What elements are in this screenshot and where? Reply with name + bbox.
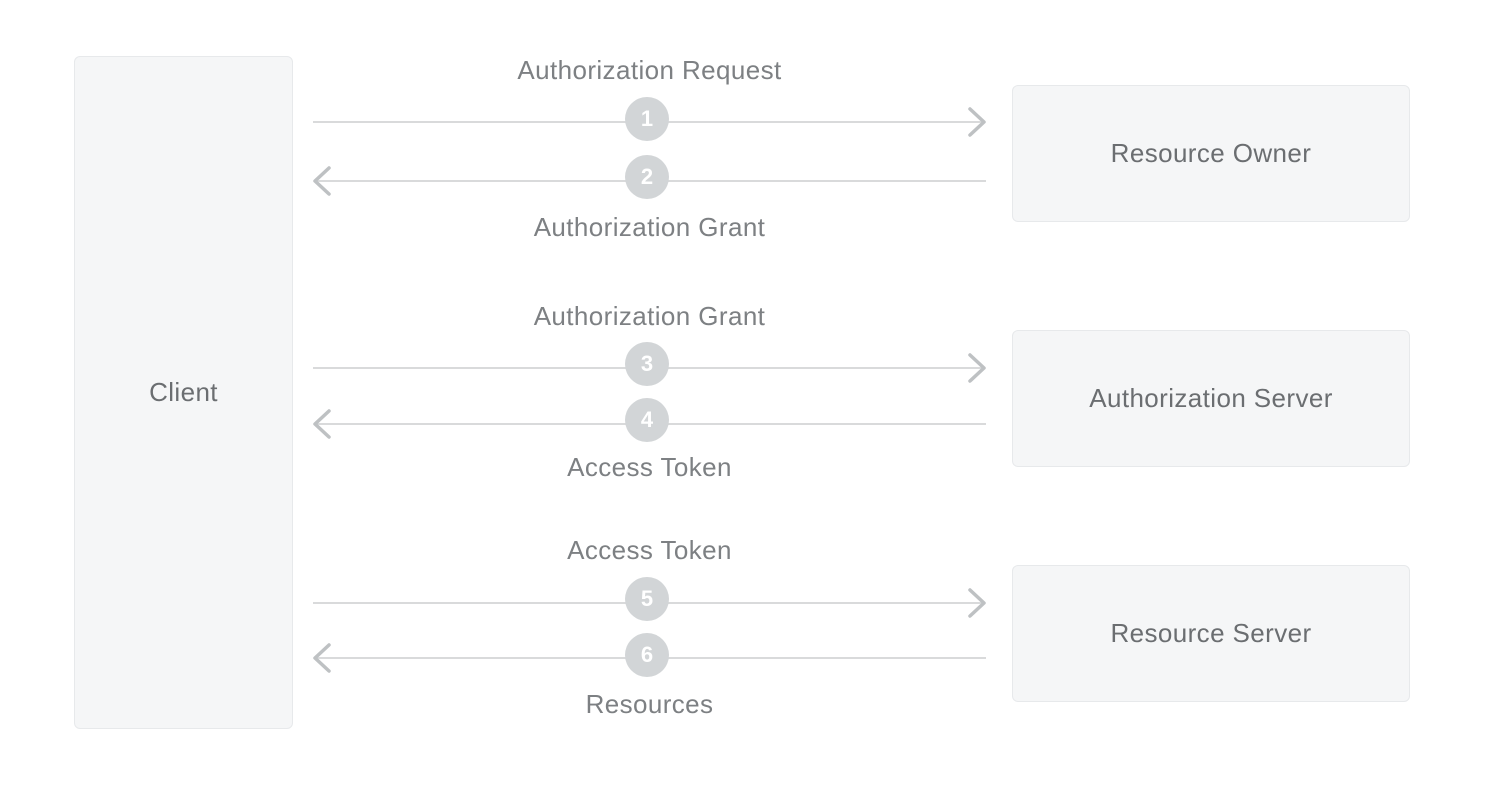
entity-box-resource-server: Resource Server bbox=[1012, 565, 1410, 702]
flow-6-label: Resources bbox=[585, 689, 714, 719]
step-5-badge: 5 bbox=[625, 577, 669, 621]
step-6-badge: 6 bbox=[625, 633, 669, 677]
flow-1-label: Authorization Request bbox=[517, 55, 782, 85]
flow-3-label: Authorization Grant bbox=[533, 301, 766, 331]
entity-box-authorization-server: Authorization Server bbox=[1012, 330, 1410, 467]
step-2-badge: 2 bbox=[625, 155, 669, 199]
flow-5-label: Access Token bbox=[567, 535, 732, 565]
client-box: Client bbox=[74, 56, 293, 729]
step-1-badge: 1 bbox=[625, 97, 669, 141]
flow-4-label: Access Token bbox=[567, 452, 732, 482]
step-4-badge: 4 bbox=[625, 398, 669, 442]
resource-server-label: Resource Server bbox=[1110, 618, 1312, 648]
authorization-server-label: Authorization Server bbox=[1089, 383, 1333, 413]
resource-owner-label: Resource Owner bbox=[1110, 138, 1312, 168]
client-label: Client bbox=[149, 377, 218, 407]
entity-box-resource-owner: Resource Owner bbox=[1012, 85, 1410, 222]
step-3-badge: 3 bbox=[625, 342, 669, 386]
flow-2-label: Authorization Grant bbox=[533, 212, 766, 242]
